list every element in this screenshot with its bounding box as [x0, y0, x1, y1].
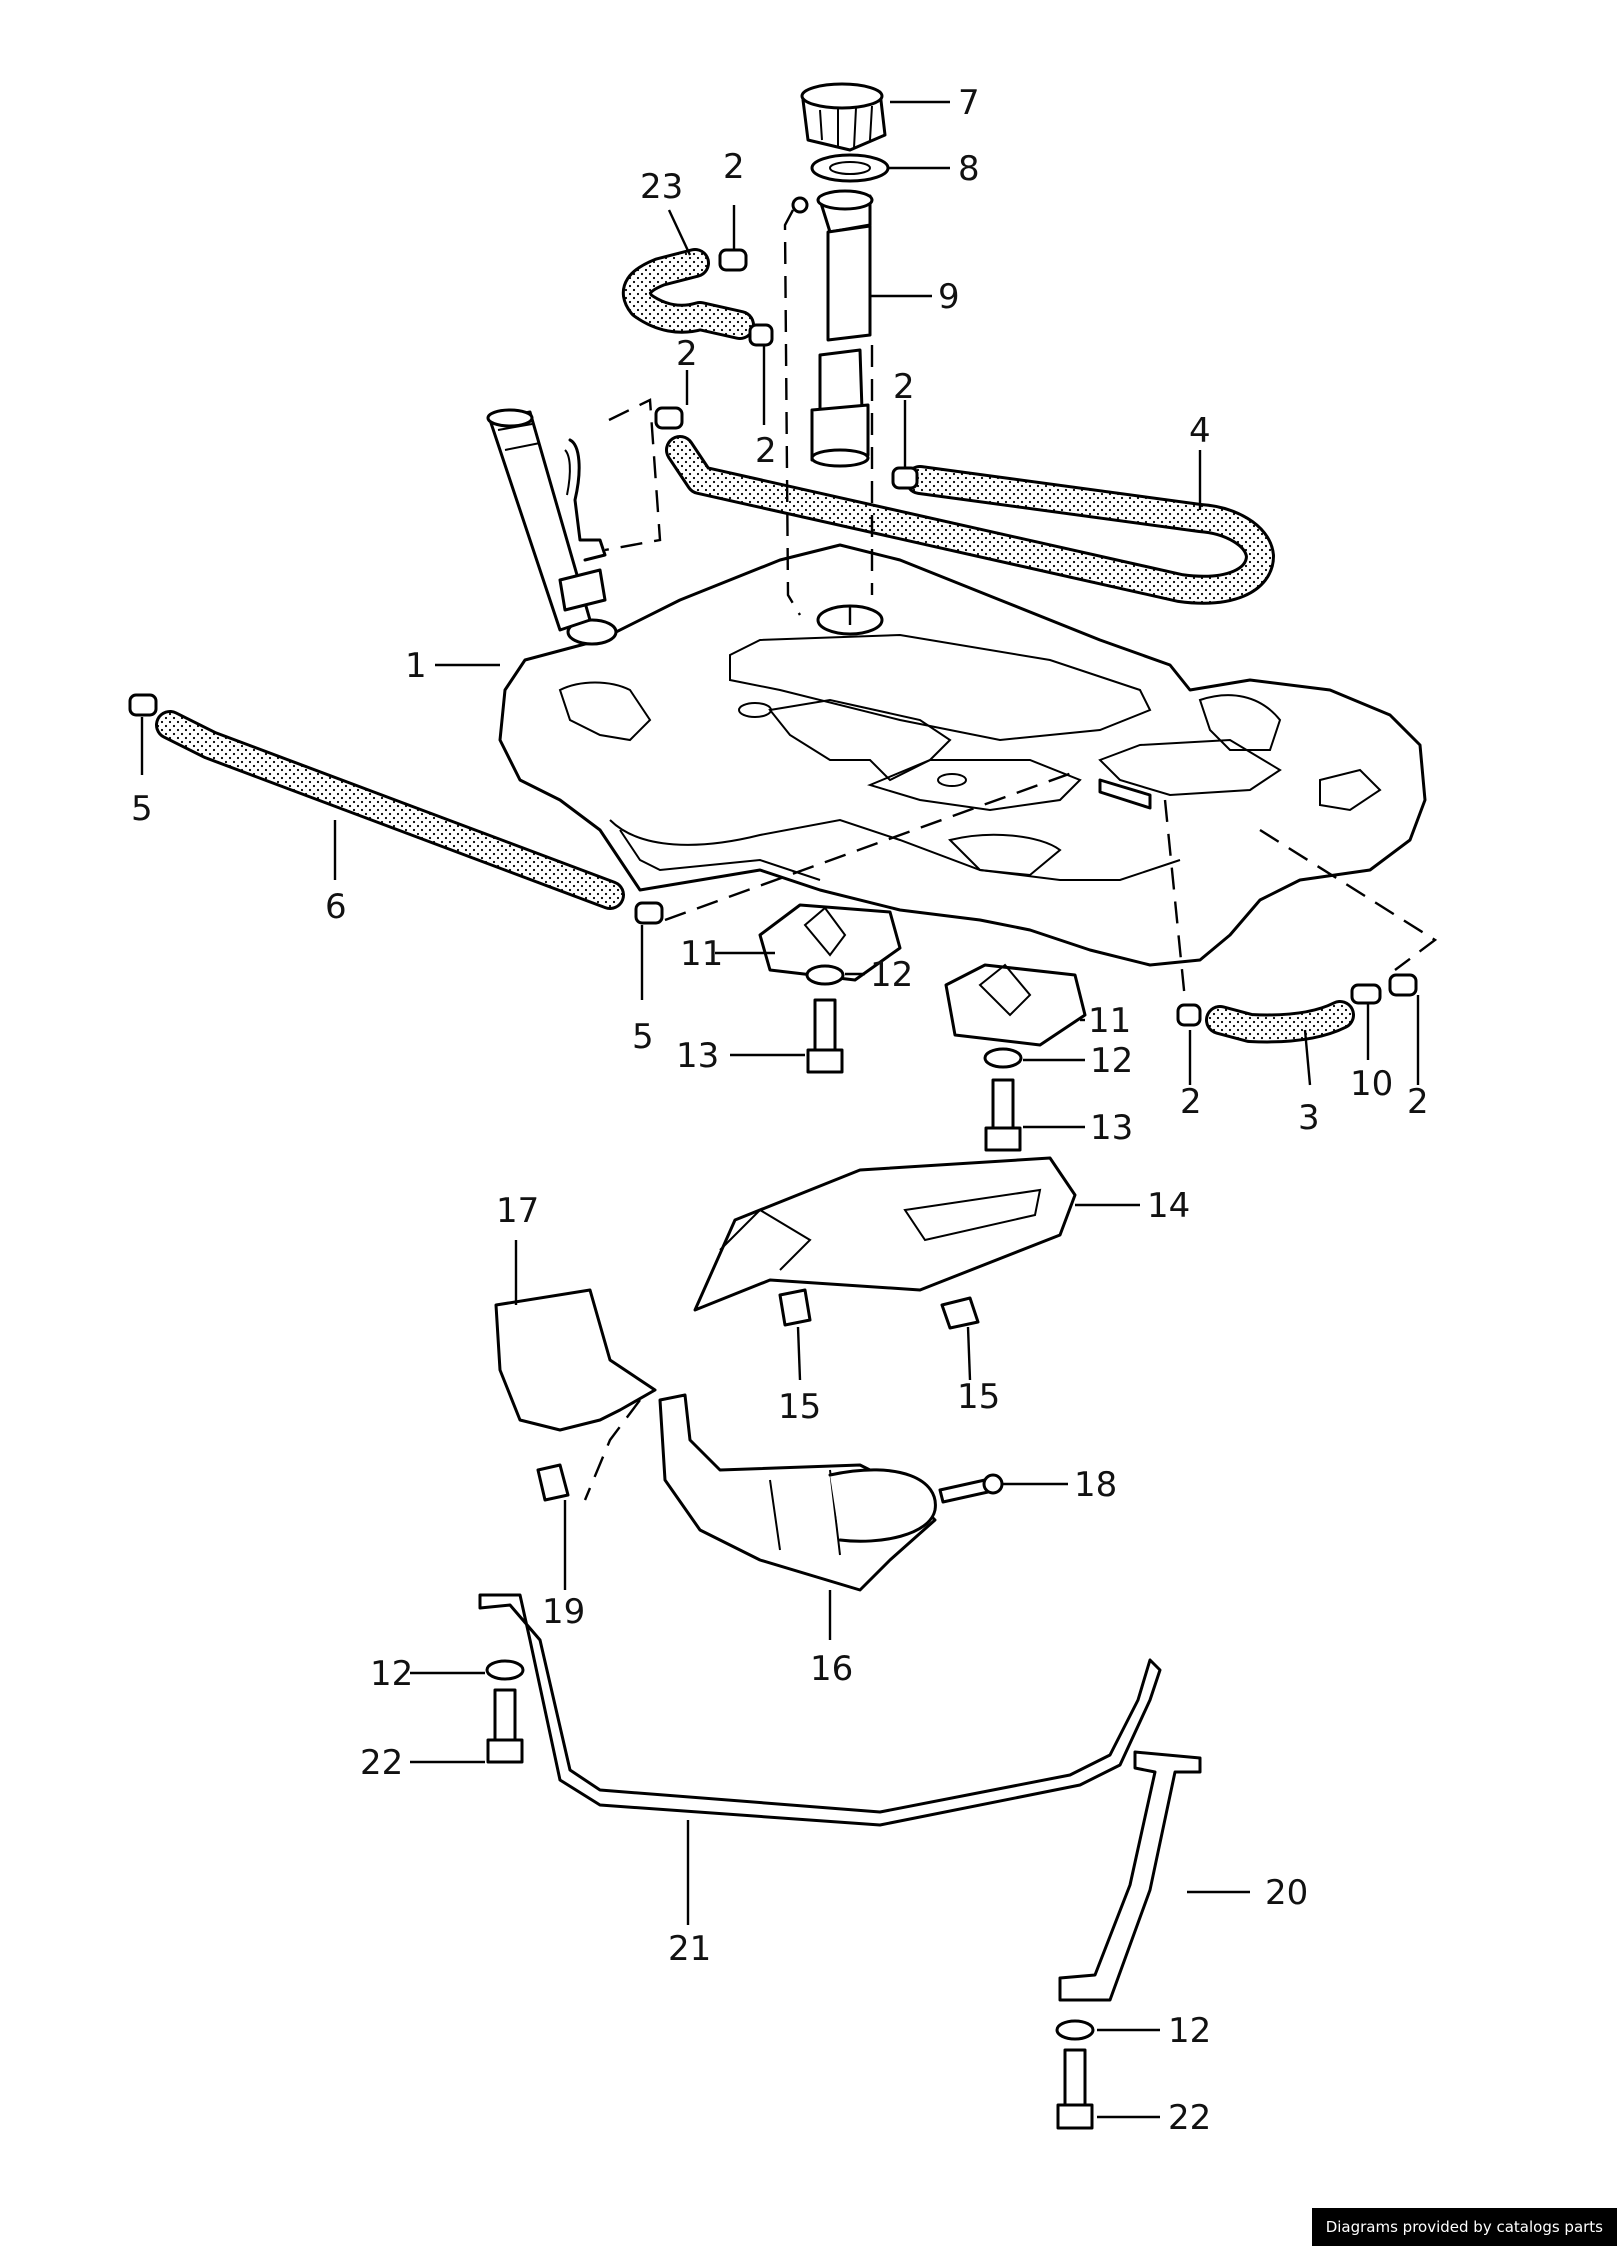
label-7: 7: [958, 83, 980, 123]
part-labels: 7 8 9 23 2 2 2 2 4 1 5 6 5 11 12 13 11 1…: [131, 83, 1429, 2138]
rubber-mount[interactable]: [758, 903, 1087, 1047]
guard-16[interactable]: [658, 1393, 937, 1592]
cap-seal[interactable]: [810, 153, 890, 183]
label-2: 2: [755, 431, 777, 471]
hose-6[interactable]: [155, 710, 625, 910]
label-11: 11: [1088, 1001, 1131, 1041]
label-20: 20: [1265, 1873, 1308, 1913]
hose-3[interactable]: [1205, 1000, 1355, 1044]
label-2: 2: [676, 334, 698, 374]
label-12: 12: [870, 955, 913, 995]
label-13: 13: [676, 1036, 719, 1076]
label-13: 13: [1090, 1108, 1133, 1148]
label-4: 4: [1189, 411, 1211, 451]
assembly-lines: [583, 209, 1438, 1501]
label-6: 6: [325, 887, 347, 927]
label-5: 5: [131, 789, 153, 829]
label-15: 15: [778, 1387, 821, 1427]
fuel-level-sender[interactable]: [791, 189, 874, 468]
hose-23[interactable]: [621, 248, 755, 340]
leader-lines: [140, 100, 1420, 2119]
label-16: 16: [810, 1649, 853, 1689]
label-14: 14: [1147, 1186, 1190, 1226]
filler-neck[interactable]: [486, 408, 607, 632]
washer[interactable]: [485, 964, 1095, 2041]
label-12: 12: [1168, 2011, 1211, 2051]
label-3: 3: [1298, 1098, 1320, 1138]
label-19: 19: [542, 1592, 585, 1632]
label-21: 21: [668, 1929, 711, 1969]
side-shield-17[interactable]: [494, 1288, 657, 1432]
tank-strap-21[interactable]: [478, 1593, 1162, 1827]
label-15: 15: [957, 1377, 1000, 1417]
hose-clamp[interactable]: [128, 248, 1418, 1027]
label-17: 17: [496, 1191, 539, 1231]
label-22: 22: [1168, 2098, 1211, 2138]
label-8: 8: [958, 149, 980, 189]
fuel-tank[interactable]: [498, 543, 1427, 967]
label-18: 18: [1074, 1465, 1117, 1505]
fuel-cap[interactable]: [800, 82, 887, 152]
label-10: 10: [1350, 1064, 1393, 1104]
tank-strap-20[interactable]: [1058, 1750, 1202, 2002]
label-1: 1: [405, 646, 427, 686]
label-12: 12: [370, 1654, 413, 1694]
label-9: 9: [938, 277, 960, 317]
diagram-credit: Diagrams provided by catalogs parts: [1311, 2208, 1617, 2246]
hose-4[interactable]: [665, 435, 1275, 605]
spring-clip[interactable]: [536, 1288, 980, 1502]
label-22: 22: [360, 1743, 403, 1783]
label-23: 23: [640, 167, 683, 207]
label-2: 2: [1407, 1082, 1429, 1122]
heat-shield[interactable]: [693, 1156, 1077, 1312]
bolt[interactable]: [486, 998, 1094, 2130]
hose-connector-10[interactable]: [1350, 983, 1382, 1005]
label-5: 5: [632, 1017, 654, 1057]
label-11: 11: [680, 934, 723, 974]
label-2: 2: [723, 147, 745, 187]
screw-18[interactable]: [938, 1473, 1004, 1504]
label-12: 12: [1090, 1041, 1133, 1081]
label-2: 2: [1180, 1082, 1202, 1122]
label-2: 2: [893, 367, 915, 407]
